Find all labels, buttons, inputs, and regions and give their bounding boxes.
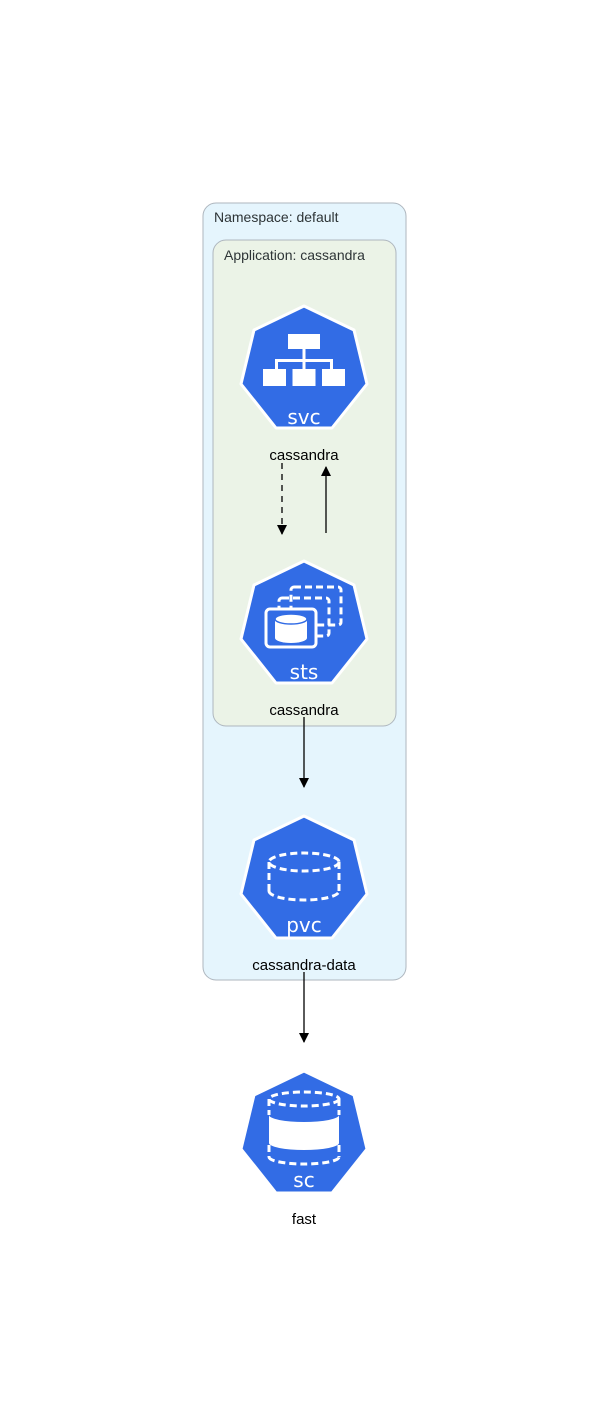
node-sts[interactable]: sts xyxy=(239,559,369,685)
node-svc[interactable]: svc xyxy=(239,304,369,430)
sc-kind-caption: sc xyxy=(293,1168,314,1192)
sts-node-label: cassandra xyxy=(269,702,339,719)
edges xyxy=(277,463,331,1043)
application-cluster-label: Application: cassandra xyxy=(224,247,365,263)
namespace-cluster-label: Namespace: default xyxy=(214,209,339,225)
sts-kind-caption: sts xyxy=(290,660,319,684)
sc-node-label: fast xyxy=(292,1211,317,1228)
service-network-icon xyxy=(263,334,345,386)
node-pvc[interactable]: pvc xyxy=(239,814,369,940)
pvc-node-label: cassandra-data xyxy=(252,957,356,974)
pvc-heptagon xyxy=(239,814,369,940)
statefulset-database-icon xyxy=(264,585,343,649)
svc-node-label: cassandra xyxy=(269,447,339,464)
node-sc[interactable]: sc xyxy=(239,1069,369,1195)
storage-class-icon xyxy=(267,1090,341,1166)
pvc-kind-caption: pvc xyxy=(286,913,322,937)
persistent-volume-claim-icon xyxy=(267,851,341,902)
svc-kind-caption: svc xyxy=(287,405,320,429)
